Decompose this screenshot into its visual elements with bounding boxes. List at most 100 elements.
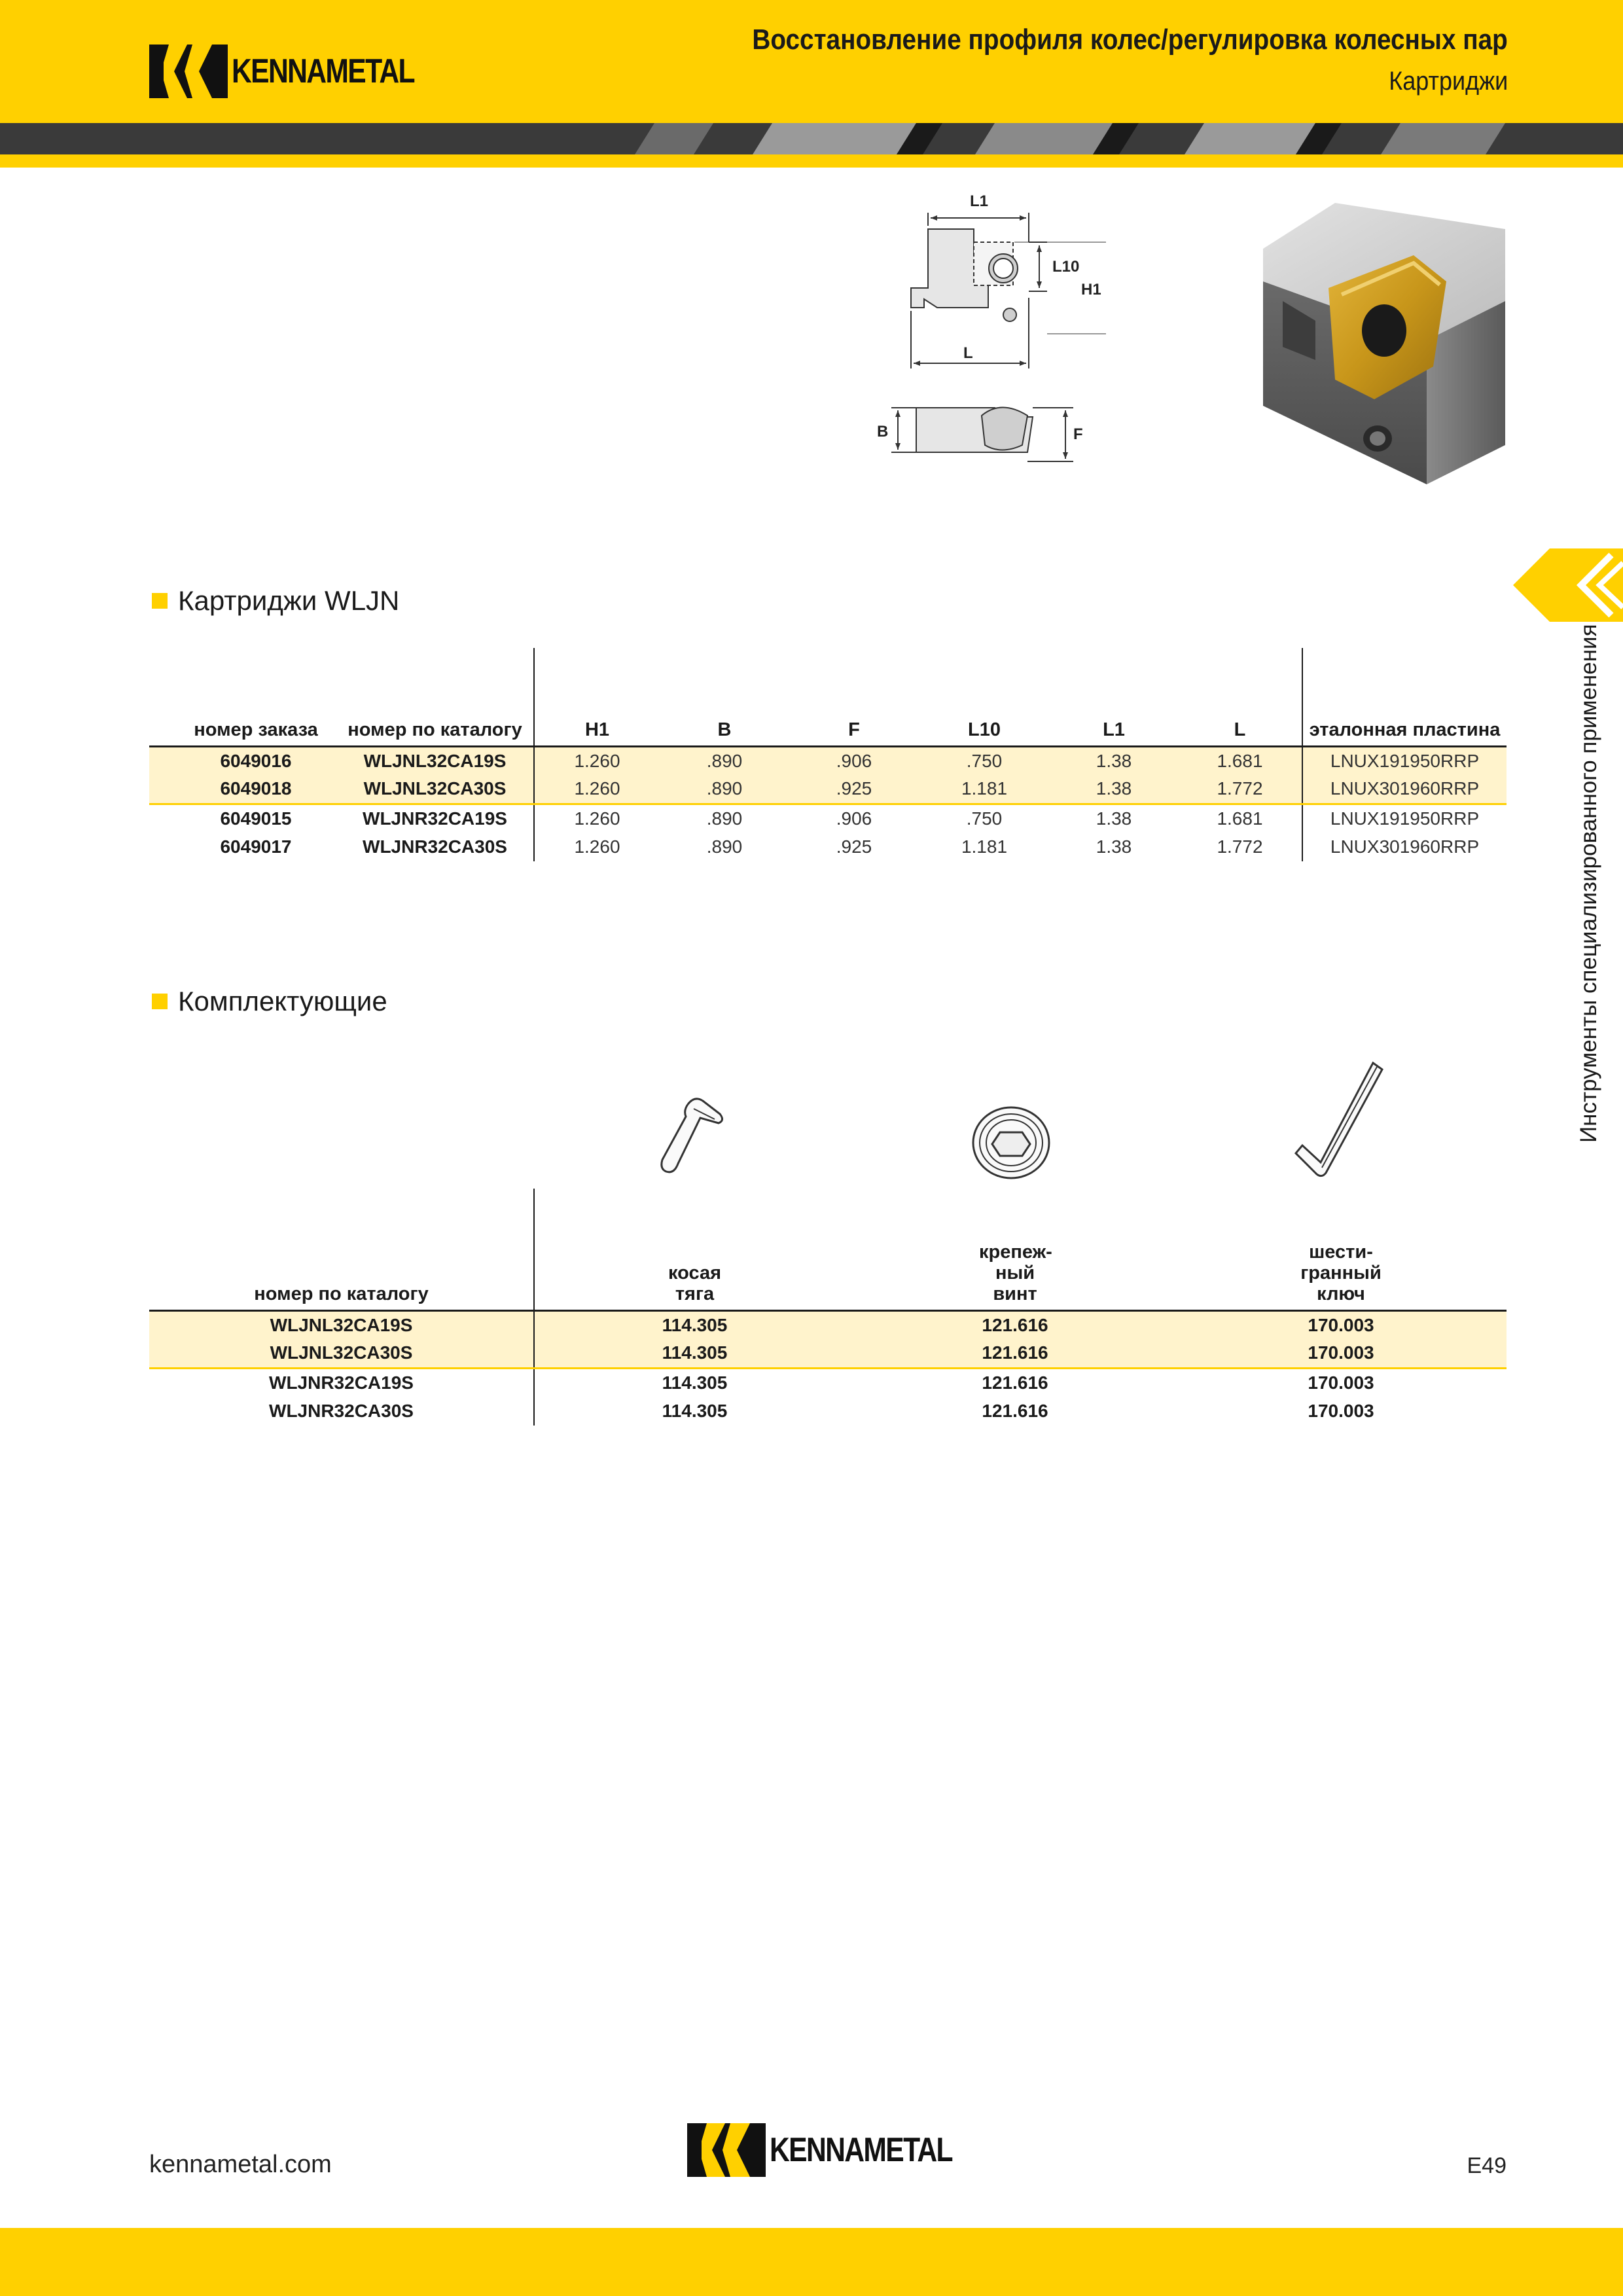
cell-catalog: WLJNL32CA19S [149,1310,535,1339]
table-row: 6049018 WLJNL32CA30S 1.260 .890 .925 1.1… [149,775,1507,805]
cell-l1: 1.38 [1050,746,1178,775]
cartridges-table: номер заказа номер по каталогу H1 B F L1… [149,648,1507,861]
table-row: 6049015 WLJNR32CA19S 1.260 .890 .906 .75… [149,804,1507,833]
cell-screw: 121.616 [855,1339,1175,1369]
cell-l: 1.681 [1217,808,1263,829]
col-b: B [660,648,789,747]
cell-catalog: WLJNL32CA30S [149,1339,535,1369]
cell-b: .890 [706,836,743,857]
cell-h1: 1.260 [574,836,620,857]
cell-l10: .750 [966,808,1003,829]
kennametal-k-icon [687,2123,766,2177]
table-row: 6049016 WLJNL32CA19S 1.260 .890 .906 .75… [149,746,1507,775]
kennametal-wordmark: KENNAMETAL [770,2131,954,2169]
cell-l10: 1.181 [961,836,1008,857]
dim-label-l1: L1 [970,192,988,210]
cell-catalog: WLJNL32CA30S [336,775,535,805]
kennametal-logo: KENNAMETAL [149,45,454,98]
footer-kennametal-logo: KENNAMETAL [687,2123,992,2177]
cell-l1: 1.38 [1096,808,1132,829]
cell-l: 1.681 [1178,746,1302,775]
screw-icon [972,1106,1050,1179]
col-catalog-number: номер по каталогу [149,1189,535,1312]
yellow-square-bullet-icon [152,994,168,1009]
dim-label-l: L [963,344,973,362]
cell-l10: 1.181 [919,775,1050,805]
cell-insert: LNUX301960RRP [1302,833,1507,861]
cell-h1: 1.260 [534,775,660,805]
accessories-title-text: Комплектующие [178,986,387,1016]
cell-hex-key: 170.003 [1308,1372,1374,1393]
table-row: 6049017 WLJNR32CA30S 1.260 .890 .925 1.1… [149,833,1507,861]
cell-screw: 121.616 [855,1310,1175,1339]
kennametal-k-icon [149,45,228,98]
cell-b: .890 [706,808,743,829]
page-subtitle: Картриджи [1388,67,1508,96]
col-screw: крепеж-ный винт [855,1189,1175,1312]
kennametal-wordmark: KENNAMETAL [232,52,416,90]
header-yellow-stripe [0,154,1623,168]
cell-b: .890 [660,775,789,805]
col-order-number: номер заказа [149,648,336,747]
cell-h1: 1.260 [534,746,660,775]
cell-l: 1.772 [1178,775,1302,805]
cell-clamp: 114.305 [662,1401,728,1421]
page-number: E49 [1467,2153,1507,2178]
table-row: WLJNR32CA30S 114.305 121.616 170.003 [149,1397,1507,1426]
accessories-header-row: номер по каталогу косая тяга крепеж-ный … [149,1189,1507,1312]
cell-catalog: WLJNR32CA19S [336,804,535,833]
side-tab-chevron [1513,548,1623,622]
clamp-icon [660,1098,723,1174]
dim-label-f: F [1073,425,1083,443]
cell-clamp: 114.305 [662,1372,728,1393]
table-row: WLJNL32CA19S 114.305 121.616 170.003 [149,1310,1507,1339]
cell-order: 6049015 [220,808,292,829]
col-l10: L10 [919,648,1050,747]
cell-clamp: 114.305 [534,1339,855,1369]
col-l: L [1178,648,1302,747]
hex-key-icon [1294,1061,1383,1177]
col-l1: L1 [1050,648,1178,747]
cell-l10: .750 [919,746,1050,775]
cell-l1: 1.38 [1050,775,1178,805]
accessories-table: номер по каталогу косая тяга крепеж-ный … [149,1189,1507,1426]
cell-hex-key: 170.003 [1175,1339,1507,1369]
footer-yellow-bar [0,2228,1623,2296]
page-header: KENNAMETAL Восстановление профиля колес/… [0,0,1623,123]
dim-label-l10: L10 [1052,258,1079,276]
yellow-square-bullet-icon [152,593,168,609]
cell-hex-key: 170.003 [1308,1401,1374,1421]
cell-hex-key: 170.003 [1175,1310,1507,1339]
table-row: WLJNL32CA30S 114.305 121.616 170.003 [149,1339,1507,1369]
dim-label-h1: H1 [1081,281,1101,298]
cell-f: .906 [836,808,872,829]
cartridge-technical-drawing: L1 L10 H1 L B F [877,192,1106,462]
cell-catalog: WLJNR32CA19S [149,1368,535,1397]
cell-l: 1.772 [1217,836,1263,857]
cell-screw: 121.616 [982,1372,1048,1393]
cell-f: .906 [789,746,919,775]
cartridges-header-row: номер заказа номер по каталогу H1 B F L1… [149,648,1507,747]
cell-b: .890 [660,746,789,775]
accessories-section-title: Комплектующие [152,986,387,1017]
cell-screw: 121.616 [982,1401,1048,1421]
cell-insert: LNUX191950RRP [1302,746,1507,775]
cell-f: .925 [836,836,872,857]
footer-website-link[interactable]: kennametal.com [149,2151,332,2178]
table-row: WLJNR32CA19S 114.305 121.616 170.003 [149,1368,1507,1397]
cell-clamp: 114.305 [534,1310,855,1339]
cell-l1: 1.38 [1096,836,1132,857]
col-f: F [789,648,919,747]
col-insert: эталонная пластина [1302,648,1507,747]
cell-order: 6049018 [149,775,336,805]
header-stripe-band [0,123,1623,154]
cell-catalog: WLJNL32CA19S [336,746,535,775]
cell-catalog: WLJNR32CA30S [149,1397,535,1426]
cell-f: .925 [789,775,919,805]
cell-order: 6049017 [220,836,292,857]
col-catalog-number: номер по каталогу [336,648,535,747]
col-hex-key: шести-гранный ключ [1175,1189,1507,1312]
cartridge-3d-render [1263,203,1505,484]
page-title: Восстановление профиля колес/регулировка… [752,24,1508,56]
side-tab-label: Инструменты специализированного применен… [1576,624,1601,1143]
